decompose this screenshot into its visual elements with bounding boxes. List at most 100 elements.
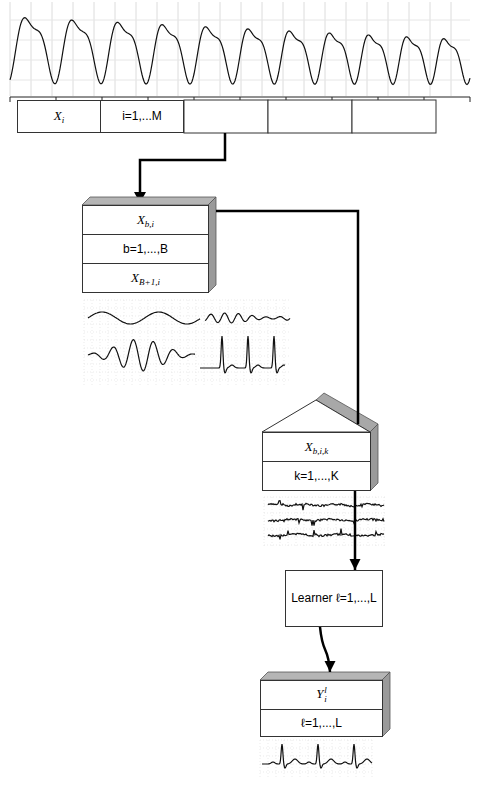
lid-triangle bbox=[262, 400, 370, 432]
box-text: Learner ℓ=1,...,L bbox=[288, 591, 380, 606]
band-signal bbox=[205, 313, 290, 323]
band-box: Xb,i bbox=[82, 205, 209, 235]
component-signal bbox=[268, 529, 384, 540]
box-top-face bbox=[260, 672, 390, 680]
grid-line bbox=[368, 497, 369, 546]
component-box: Xb,i,k bbox=[262, 432, 371, 462]
grid-line bbox=[340, 740, 341, 778]
grid-line bbox=[264, 497, 265, 546]
grid-line bbox=[262, 2, 263, 96]
grid-line bbox=[157, 2, 158, 96]
connector bbox=[320, 627, 336, 672]
math-symbol: X bbox=[137, 212, 145, 227]
grid-line bbox=[92, 300, 93, 385]
grid-line bbox=[260, 740, 374, 741]
grid-line bbox=[10, 60, 470, 61]
axis-tick bbox=[470, 97, 471, 102]
grid-line bbox=[116, 300, 117, 385]
grid-line bbox=[264, 545, 386, 546]
band-signal bbox=[88, 312, 200, 324]
grid-line bbox=[264, 497, 386, 498]
segment-arrow bbox=[140, 133, 225, 197]
box-side-face bbox=[208, 197, 216, 293]
connector bbox=[350, 491, 361, 570]
grid-line bbox=[220, 2, 221, 96]
grid-line bbox=[84, 380, 290, 381]
arrow-head bbox=[350, 559, 361, 570]
math-symbol: X bbox=[305, 439, 313, 454]
box-text: Xb,i,k bbox=[302, 439, 331, 456]
grid-line bbox=[73, 2, 74, 96]
grid-line bbox=[84, 364, 290, 365]
segment-cell bbox=[352, 100, 436, 133]
math-symbol: X bbox=[131, 270, 139, 285]
subscript: i bbox=[324, 695, 327, 704]
grid-line bbox=[178, 2, 179, 96]
box-text: Yil bbox=[313, 686, 330, 704]
signal-traces bbox=[10, 18, 470, 768]
segment-cell: i=1,...M bbox=[100, 100, 184, 133]
box-side-face bbox=[370, 424, 378, 491]
grid-line bbox=[364, 740, 365, 778]
subscript: b,i bbox=[145, 219, 154, 229]
connector bbox=[216, 211, 358, 424]
grid-line bbox=[84, 308, 290, 309]
grid-line bbox=[52, 2, 53, 96]
learner-box: Learner ℓ=1,...,L bbox=[285, 570, 383, 627]
grid-line bbox=[451, 2, 452, 96]
box-side-face bbox=[382, 672, 390, 737]
grid-line bbox=[260, 772, 374, 773]
component-box: k=1,...,K bbox=[262, 461, 371, 491]
grid-line bbox=[236, 300, 237, 385]
box-text: Xb,i bbox=[134, 212, 157, 229]
grid-line bbox=[84, 300, 290, 301]
math-symbol: Y bbox=[316, 686, 323, 701]
box-text: b=1,...,B bbox=[120, 242, 171, 257]
grid-line bbox=[84, 340, 290, 341]
grid-line bbox=[84, 372, 290, 373]
band-box: b=1,...,B bbox=[82, 234, 209, 264]
superscript: l bbox=[324, 686, 327, 695]
grid-line bbox=[388, 2, 389, 96]
output-box: Yil bbox=[260, 680, 383, 710]
subscript: B+1,i bbox=[139, 277, 160, 287]
segment-cell: Xi bbox=[17, 100, 101, 133]
band-signal bbox=[88, 340, 195, 371]
grid-line bbox=[325, 2, 326, 96]
arrow-head bbox=[325, 661, 336, 672]
grid-line bbox=[140, 300, 141, 385]
grid-line bbox=[430, 2, 431, 96]
grid-line bbox=[367, 2, 368, 96]
component-signal bbox=[268, 518, 384, 525]
grid-line bbox=[284, 300, 285, 385]
box-text: XB+1,i bbox=[128, 270, 163, 287]
band-box: XB+1,i bbox=[82, 263, 209, 293]
grid-line bbox=[10, 80, 470, 81]
grid-line bbox=[115, 2, 116, 96]
output-box: ℓ=1,...,L bbox=[260, 709, 383, 737]
connector-line bbox=[354, 491, 357, 570]
grid-line bbox=[288, 497, 289, 546]
grid-line bbox=[260, 300, 261, 385]
grid-line bbox=[188, 300, 189, 385]
math-symbol: X bbox=[54, 108, 62, 123]
grid-line bbox=[31, 2, 32, 96]
subscript: i bbox=[62, 115, 65, 125]
input-signal bbox=[10, 18, 470, 85]
grid-line bbox=[84, 316, 290, 317]
box-text: k=1,...,K bbox=[291, 469, 341, 484]
output-signal bbox=[262, 744, 372, 768]
grid-line bbox=[10, 2, 11, 96]
component-signal bbox=[268, 501, 384, 511]
axis-tick bbox=[10, 97, 11, 102]
box-text: Xi bbox=[51, 108, 67, 125]
box-text: i=1,...M bbox=[119, 109, 165, 124]
subscript: b,i,k bbox=[313, 446, 329, 456]
connector-line bbox=[216, 211, 358, 424]
box-text: ℓ=1,...,L bbox=[298, 716, 345, 731]
grid-line bbox=[264, 513, 386, 514]
signal-grid bbox=[10, 2, 470, 778]
grid-line bbox=[264, 529, 386, 530]
grid-line bbox=[212, 300, 213, 385]
